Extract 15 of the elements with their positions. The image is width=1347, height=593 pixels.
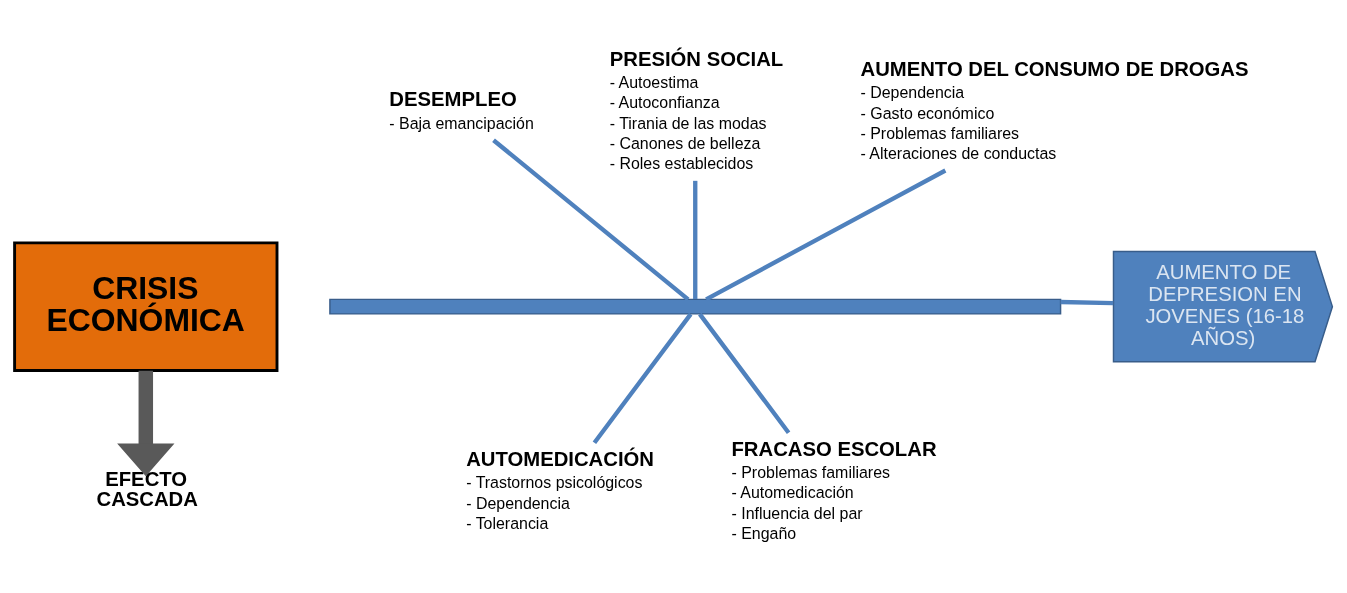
connector — [492, 138, 690, 302]
node-text: FRACASO ESCOLAR - Problemas familiares - Automedicación - Influencia del par - Engaño — [731, 437, 937, 543]
connector — [705, 168, 947, 302]
node-text: AUMENTO DEL CONSUMO DE DROGAS - Dependencia - Gasto económico - Problemas familiares - Alteraciones de conductas — [860, 57, 1249, 163]
connector — [698, 312, 791, 435]
node-bar — [329, 298, 1062, 315]
node-text: AUTOMEDICACIÓN - Trastornos psicológicos - Dependencia - Tolerancia — [466, 447, 654, 532]
connector — [693, 180, 698, 299]
connector — [1060, 299, 1114, 306]
node-text: EFECTO CASCADA — [96, 467, 198, 511]
connector — [592, 312, 693, 444]
node-box: CRISIS ECONÓMICA — [13, 241, 279, 372]
node-text: PRESIÓN SOCIAL - Autoestima - Autoconfianza - Tirania de las modas - Canones de belleza - Roles establecidos — [609, 47, 784, 173]
node-text: DESEMPLEO - Baja emancipación — [389, 88, 534, 132]
arrow — [117, 370, 175, 477]
